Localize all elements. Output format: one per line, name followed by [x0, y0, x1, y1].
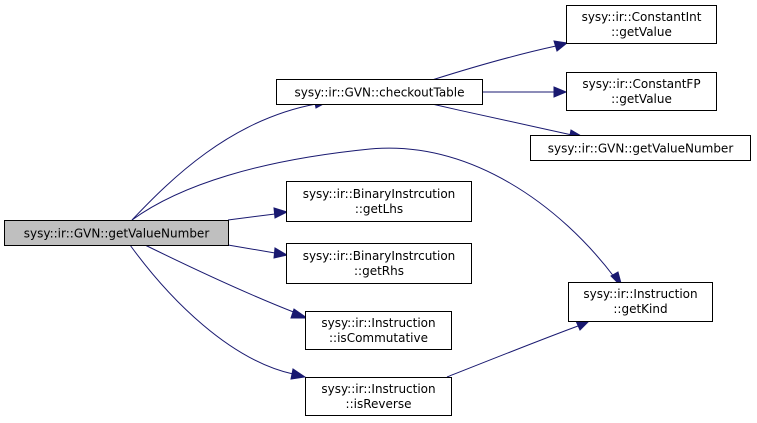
node-label-line: ::isCommutative	[329, 331, 428, 345]
node-label-line: sysy::ir::GVN::getValueNumber	[24, 227, 210, 241]
node-binary-get-rhs[interactable]: sysy::ir::BinaryInstrcution ::getRhs	[286, 243, 472, 284]
node-label-line: ::getRhs	[354, 264, 404, 278]
edge-root-to-is-commutative	[144, 244, 297, 314]
edges	[129, 40, 623, 380]
node-gvn-get-value-number[interactable]: sysy::ir::GVN::getValueNumber	[530, 135, 751, 161]
node-constant-int-get-value[interactable]: sysy::ir::ConstantInt ::getValue	[566, 5, 717, 44]
edge-arrowhead	[575, 320, 591, 331]
node-label-line: ::isReverse	[346, 397, 412, 411]
nodes: sysy::ir::GVN::getValueNumber sysy::ir::…	[4, 5, 751, 416]
node-instruction-is-reverse[interactable]: sysy::ir::Instruction ::isReverse	[305, 377, 452, 416]
node-label-line: ::getLhs	[355, 202, 403, 216]
edge-is-reverse-to-get-kind	[446, 325, 579, 378]
node-label-line: sysy::ir::BinaryInstrcution	[303, 187, 456, 201]
edge-root-to-get-kind	[131, 147, 616, 279]
node-root-get-value-number[interactable]: sysy::ir::GVN::getValueNumber	[4, 220, 229, 246]
node-binary-get-lhs[interactable]: sysy::ir::BinaryInstrcution ::getLhs	[286, 181, 472, 222]
edge-arrowhead	[290, 308, 309, 319]
edge-arrowhead	[553, 86, 568, 98]
node-label-line: sysy::ir::Instruction	[321, 382, 435, 396]
node-label-line: sysy::ir::Instruction	[321, 316, 435, 330]
edge-checkout-table-to-constant-int	[431, 45, 557, 81]
edge-arrowhead	[290, 368, 307, 380]
edge-arrowhead	[273, 207, 289, 219]
node-label-line: ::getKind	[613, 302, 667, 316]
node-label-line: ::getValue	[611, 25, 672, 39]
node-constant-fp-get-value[interactable]: sysy::ir::ConstantFP ::getValue	[566, 72, 717, 111]
edge-root-to-checkout-table	[131, 103, 317, 221]
edge-root-to-get-lhs	[227, 213, 276, 221]
node-instruction-get-kind[interactable]: sysy::ir::Instruction ::getKind	[568, 282, 713, 322]
node-label-line: ::getValue	[611, 92, 672, 106]
edge-root-to-is-reverse	[129, 244, 294, 375]
node-label-line: sysy::ir::GVN::getValueNumber	[548, 142, 734, 156]
node-label-line: sysy::ir::Instruction	[583, 287, 697, 301]
node-label-line: sysy::ir::ConstantFP	[582, 77, 700, 91]
node-label-line: sysy::ir::GVN::checkoutTable	[294, 86, 464, 100]
edge-arrowhead	[273, 247, 289, 259]
node-checkout-table[interactable]: sysy::ir::GVN::checkoutTable	[276, 79, 483, 105]
edge-arrowhead	[553, 40, 569, 52]
node-label-line: sysy::ir::BinaryInstrcution	[303, 249, 456, 263]
edge-root-to-get-rhs	[227, 244, 276, 254]
edge-checkout-table-to-gvn-get-value-number	[431, 103, 573, 136]
node-instruction-is-commutative[interactable]: sysy::ir::Instruction ::isCommutative	[305, 311, 452, 350]
node-label-line: sysy::ir::ConstantInt	[582, 10, 702, 24]
